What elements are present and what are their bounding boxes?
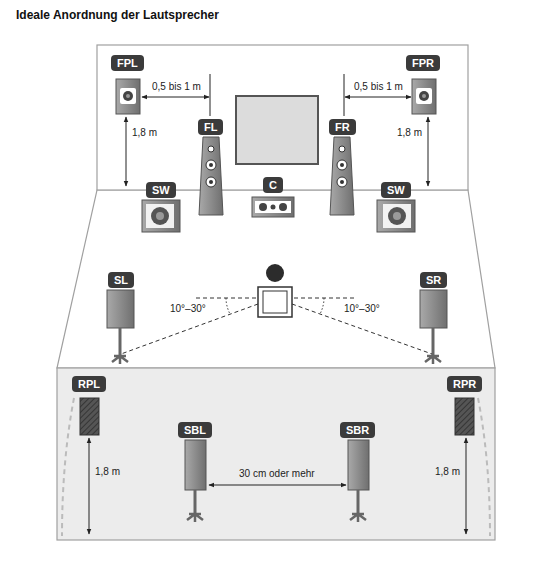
speaker-badge: SBL bbox=[178, 422, 212, 438]
speaker-label: RPL bbox=[78, 378, 100, 390]
dimension-label: 1,8 m bbox=[433, 466, 462, 478]
speaker-label: FL bbox=[204, 121, 217, 133]
speaker-label: RPR bbox=[453, 378, 476, 390]
speaker-badge: SW bbox=[381, 182, 411, 198]
speaker-label: SW bbox=[152, 184, 170, 196]
speaker-label: SL bbox=[114, 274, 128, 286]
speaker-badge: C bbox=[263, 177, 283, 193]
speaker-label: SBL bbox=[184, 424, 206, 436]
dimension-label: 10°–30° bbox=[342, 303, 382, 315]
speaker-badge: SL bbox=[108, 272, 134, 288]
speaker-badge: FL bbox=[198, 119, 223, 135]
dimension-label: 1,8 m bbox=[395, 127, 424, 139]
dimension-label: 0,5 bis 1 m bbox=[150, 81, 203, 93]
speaker-badge: SW bbox=[146, 182, 176, 198]
speaker-label: SBR bbox=[346, 424, 369, 436]
speaker-badge: RPR bbox=[447, 376, 482, 392]
speaker-badge: SBR bbox=[340, 422, 375, 438]
speaker-badge: FPL bbox=[111, 55, 144, 71]
dimension-label: 1,8 m bbox=[130, 127, 159, 139]
dimension-label: 1,8 m bbox=[93, 466, 122, 478]
speaker-badge: FR bbox=[329, 119, 356, 135]
speaker-badge: RPL bbox=[72, 376, 106, 392]
speaker-label: FPL bbox=[117, 57, 138, 69]
speaker-badge: SR bbox=[420, 272, 447, 288]
speaker-label: C bbox=[269, 179, 277, 191]
speaker-label: SR bbox=[426, 274, 441, 286]
speaker-label: FR bbox=[335, 121, 350, 133]
speaker-badge: FPR bbox=[406, 55, 440, 71]
speaker-label: FPR bbox=[412, 57, 434, 69]
diagram-title: Ideale Anordnung der Lautsprecher bbox=[16, 8, 219, 22]
dimension-label: 30 cm oder mehr bbox=[237, 468, 317, 480]
speaker-label: SW bbox=[387, 184, 405, 196]
dimension-label: 10°–30° bbox=[168, 303, 208, 315]
dimension-label: 0,5 bis 1 m bbox=[352, 81, 405, 93]
